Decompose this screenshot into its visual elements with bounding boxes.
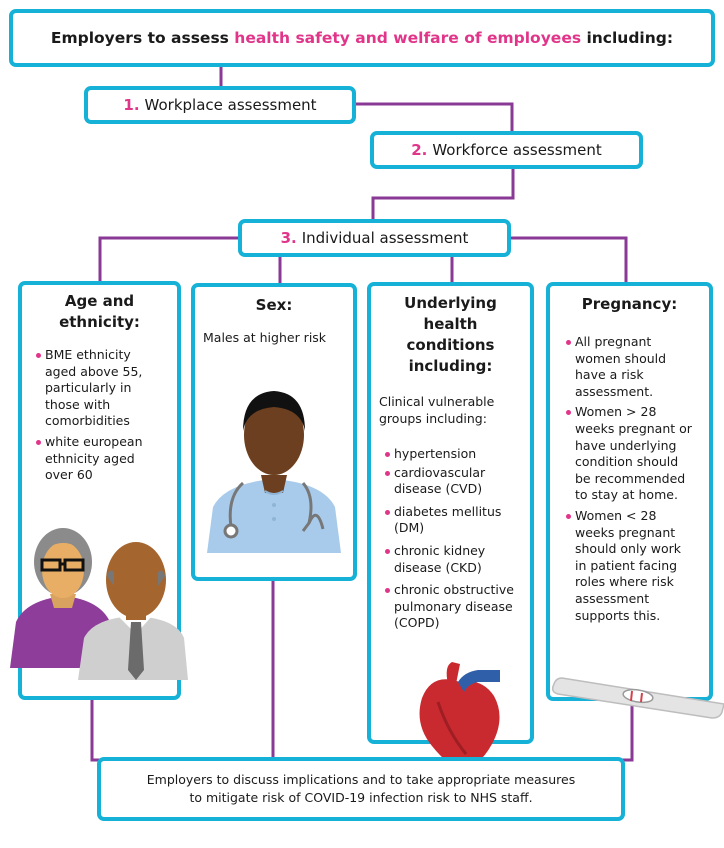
list-item: All pregnant women should have a risk as… [566,334,693,400]
list-item: chronic obstructive pulmonary disease (C… [385,582,516,632]
footer-box: Employers to discuss implications and to… [97,757,625,821]
list-item: hypertension [385,446,516,463]
step-label: Workforce assessment [432,141,602,159]
step-number: 3. [280,229,297,247]
step-workforce-assessment: 2.Workforce assessment [370,131,643,169]
conditions-list: hypertension cardiovascular disease (CVD… [371,427,530,632]
pregnancy-test-illustration [551,677,724,719]
step-individual-assessment: 3.Individual assessment [238,219,511,257]
header-box: Employers to assess health safety and we… [9,9,715,67]
step-number: 2. [411,141,428,159]
conditions-intro: Clinical vulnerable groups including: [379,394,495,426]
age-ethnicity-heading: Age and ethnicity: [59,292,140,331]
header-text: Employers to assess health safety and we… [50,29,674,47]
conditions-box: Underlying health conditions including: … [367,282,534,744]
older-couple-illustration [10,528,188,680]
header-highlight: health safety and welfare of employees [234,29,582,47]
age-ethnicity-list: BME ethnicity aged above 55, particularl… [22,333,177,484]
pregnancy-heading: Pregnancy: [581,295,678,313]
pregnancy-box: Pregnancy: All pregnant women should hav… [546,282,713,701]
list-item: BME ethnicity aged above 55, particularl… [36,347,165,430]
list-item: Women > 28 weeks pregnant or have underl… [566,404,693,504]
list-item: diabetes mellitus (DM) [385,504,516,537]
step-workplace-assessment: 1.Workplace assessment [84,86,356,124]
list-item: cardiovascular disease (CVD) [385,465,516,498]
sex-box: Sex: Males at higher risk [191,283,357,581]
step-label: Workplace assessment [144,96,317,114]
male-doctor-illustration [207,391,341,553]
conditions-heading: Underlying health conditions including: [404,294,497,375]
step-label: Individual assessment [301,229,469,247]
step-number: 1. [123,96,140,114]
pregnancy-list: All pregnant women should have a risk as… [550,315,709,624]
sex-heading: Sex: [255,296,293,314]
list-item: white european ethnicity aged over 60 [36,434,165,484]
list-item: chronic kidney disease (CKD) [385,543,516,576]
heart-illustration [419,662,500,770]
footer-text: Employers to discuss implications and to… [146,772,576,805]
list-item: Women < 28 weeks pregnant should only wo… [566,508,693,624]
sex-text: Males at higher risk [203,330,327,345]
